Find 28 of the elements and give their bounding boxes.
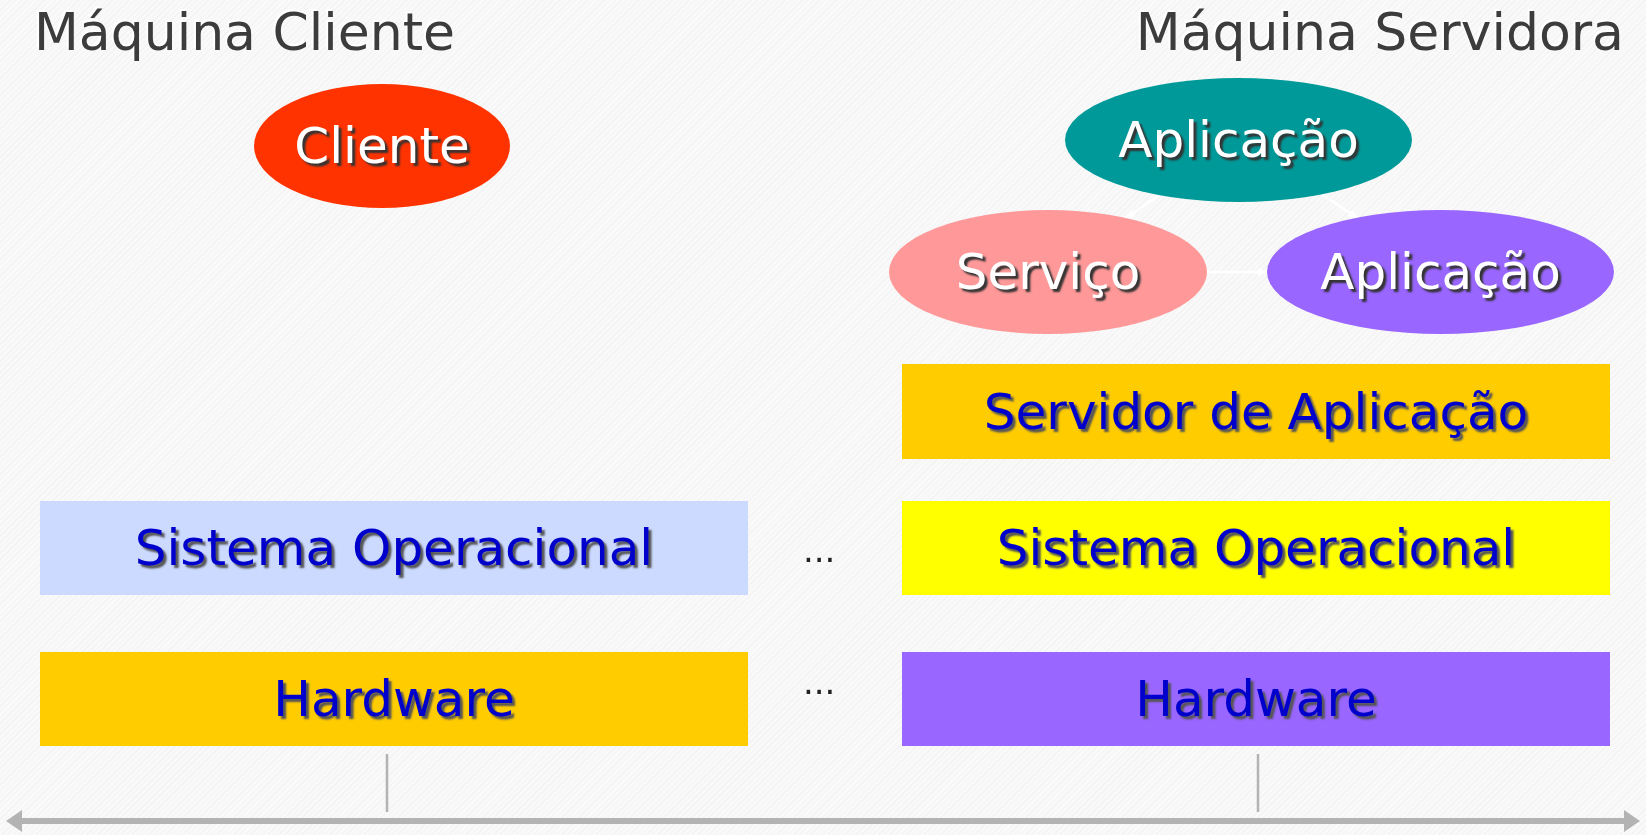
arrow — [1321, 193, 1359, 219]
ellipse — [1267, 210, 1614, 334]
ellipse-label: Aplicação — [1118, 111, 1359, 169]
ellipse — [889, 210, 1207, 334]
connector-line — [385, 754, 389, 812]
ellipse-label: Serviço — [955, 243, 1141, 301]
block-label: Sistema Operacional — [134, 519, 654, 577]
block-label: Hardware — [1135, 670, 1377, 728]
ellipse-label: Aplicação — [1320, 243, 1561, 301]
connector-line — [1256, 754, 1260, 812]
layer-block — [902, 501, 1610, 595]
block-label: Hardware — [273, 670, 515, 728]
ellipsis: ... — [803, 662, 836, 702]
ellipse — [254, 84, 510, 208]
ellipsis: ... — [803, 530, 836, 570]
machine-heading: Máquina Servidora — [1135, 2, 1624, 62]
block-label: Servidor de Aplicação — [983, 382, 1529, 441]
network-line — [6, 808, 1640, 834]
machine-heading: Máquina Cliente — [34, 2, 456, 62]
layer-block — [40, 501, 748, 595]
layer-block — [902, 364, 1610, 459]
arrow — [1125, 194, 1160, 219]
ellipse — [1065, 78, 1412, 202]
layer-block — [40, 652, 748, 746]
block-label: Sistema Operacional — [996, 519, 1516, 577]
arrow — [1207, 268, 1268, 276]
layer-block — [902, 652, 1610, 746]
ellipse-label: Cliente — [294, 117, 470, 175]
